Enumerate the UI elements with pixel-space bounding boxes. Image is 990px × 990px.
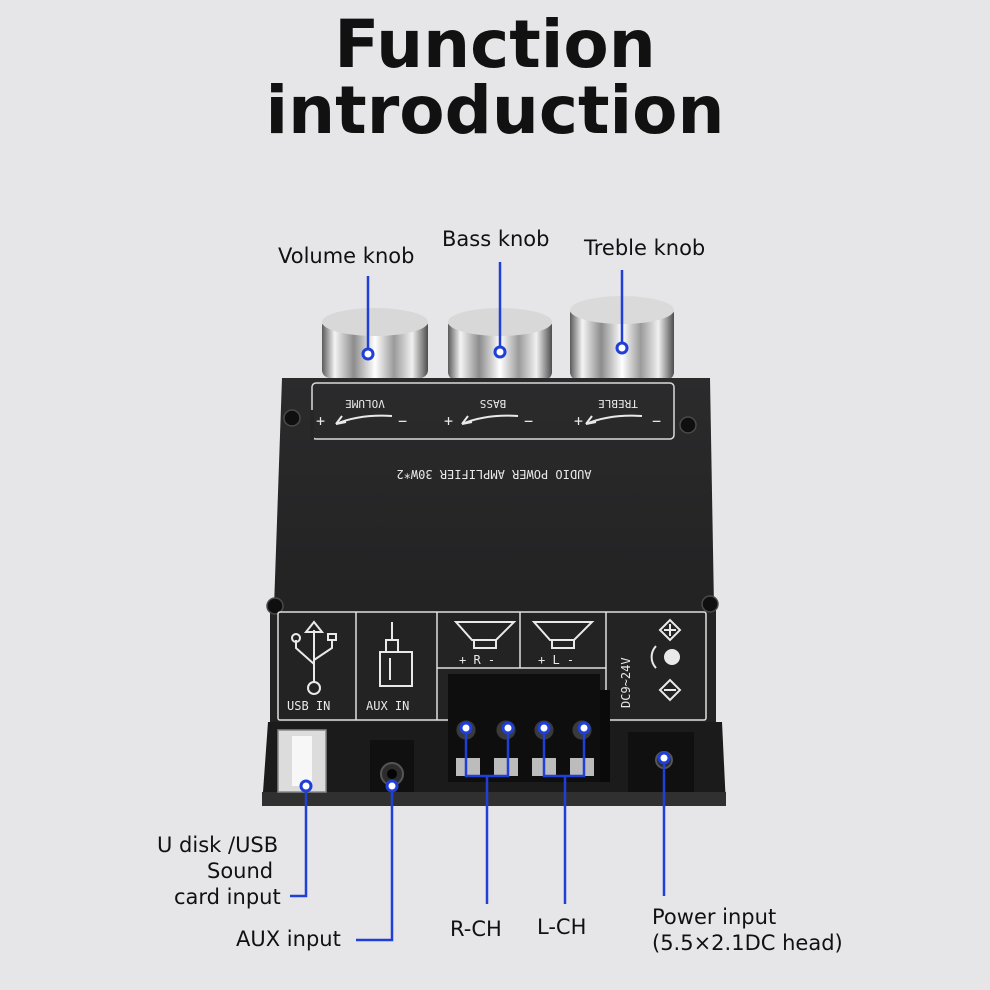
page-title-line-2: introduction xyxy=(265,72,725,149)
bass-knob-callout: Bass knob xyxy=(442,227,550,251)
usb-symbol-icon xyxy=(291,620,337,695)
bass-minus-mark: − xyxy=(524,412,533,430)
rotation-arrows xyxy=(335,414,643,425)
left-speaker-icon xyxy=(531,621,595,649)
left-channel-callout: L-CH xyxy=(537,915,587,939)
mounting-screws xyxy=(266,409,719,615)
treble-minus-mark: − xyxy=(652,412,661,430)
usb-in-label: USB IN xyxy=(287,699,330,713)
page-title-line-1: Function xyxy=(334,6,656,83)
treble-knob-callout: Treble knob xyxy=(584,236,706,260)
volume-knob xyxy=(322,308,428,378)
dc-power-symbol-icon xyxy=(650,618,682,702)
volume-knob-callout: Volume knob xyxy=(278,244,415,268)
aux-jack-icon xyxy=(379,622,413,687)
right-channel-callout: R-CH xyxy=(450,917,502,941)
usb-input-callout-line-1: U disk /USB xyxy=(157,833,279,857)
dc-voltage-label: DC9~24V xyxy=(619,657,633,708)
usb-port xyxy=(277,729,327,793)
volume-minus-mark: − xyxy=(398,412,407,430)
left-channel-label: + L - xyxy=(538,653,574,667)
power-input-callout-line-2: (5.5×2.1DC head) xyxy=(652,931,843,955)
power-input-callout-line-1: Power input xyxy=(652,905,777,929)
callout-dots xyxy=(299,341,671,793)
bass-plus-mark: + xyxy=(444,412,453,430)
usb-input-callout-line-3: card input xyxy=(174,885,281,909)
volume-plus-mark: + xyxy=(316,412,325,430)
bass-silk-label: BASS xyxy=(480,397,507,410)
right-channel-label: + R - xyxy=(459,653,495,667)
treble-plus-mark: + xyxy=(574,412,583,430)
right-speaker-icon xyxy=(453,621,517,649)
volume-silk-label: VOLUME xyxy=(345,397,385,410)
board-model-label: AUDIO POWER AMPLIFIER 30W*2 xyxy=(396,467,591,481)
treble-silk-label: TREBLE xyxy=(598,397,638,410)
usb-input-callout-line-2: Sound xyxy=(207,859,274,883)
callout-lines xyxy=(290,262,666,942)
aux-in-label: AUX IN xyxy=(366,699,409,713)
amplifier-board: VOLUME BASS TREBLE + − + − + − AUDIO POW… xyxy=(262,378,726,806)
aux-input-callout: AUX input xyxy=(236,927,341,951)
